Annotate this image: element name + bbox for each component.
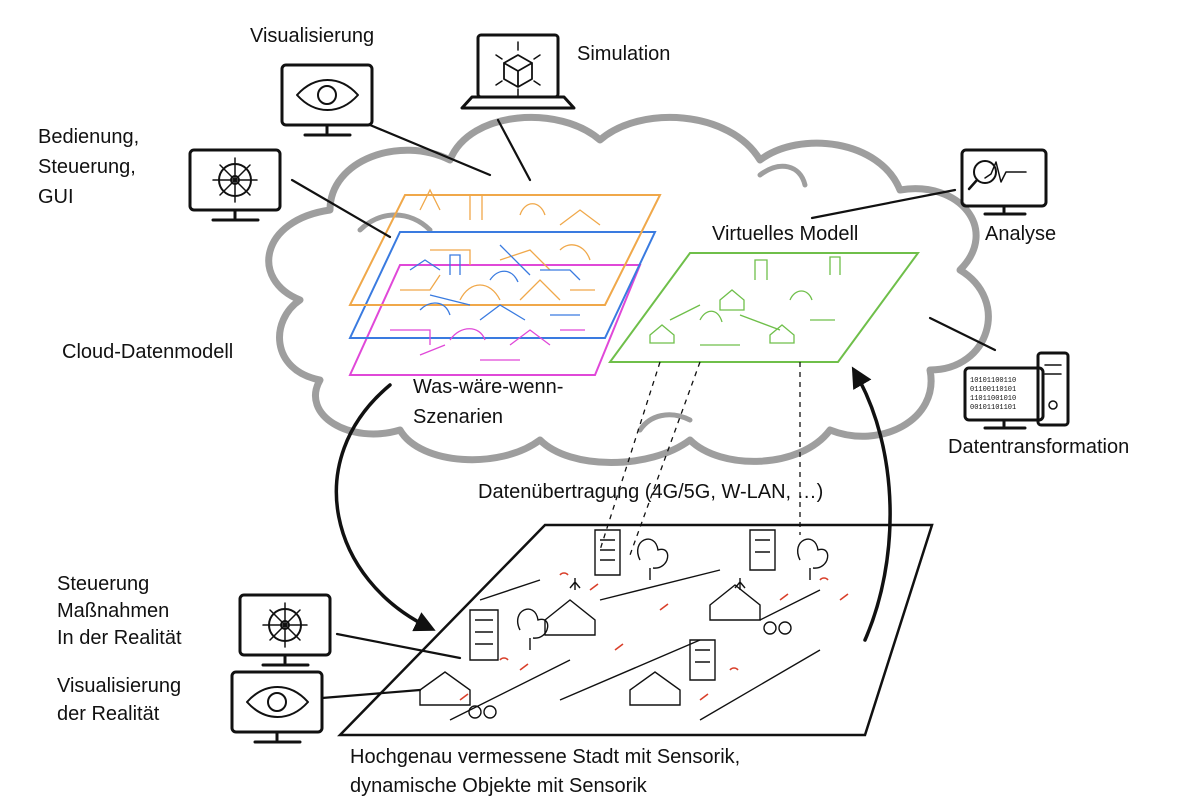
cloud-outline [265,114,992,466]
label-szenarien-2: Szenarien [413,406,503,428]
label-steuerung-real-2: Maßnahmen [57,600,169,622]
scenario-layer-orange [348,194,662,306]
scenario-to-reality-arrow [334,383,436,632]
svg-text:00101101101: 00101101101 [970,404,1016,412]
scenario-layer-magenta [348,264,642,376]
label-bedienung-3: GUI [38,186,74,208]
label-datenuebertragung: Datenübertragung (4G/5G, W-LAN, …) [478,481,823,503]
label-steuerung-real-3: In der Realität [57,627,182,649]
eye-monitor-icon-reality [230,670,324,744]
virtual-model-city-sketch [649,256,841,346]
physical-city-sketch [419,529,829,721]
label-cloud-datenmodell: Cloud-Datenmodell [62,341,233,363]
reality-to-virtual-arrow [851,366,892,642]
data-transmission-links [599,361,801,556]
scenario-layer-blue [348,231,657,339]
city-sensors [459,572,849,701]
label-szenarien-1: Was-wäre-wenn- [413,376,563,398]
label-bedienung-2: Steuerung, [38,156,136,178]
svg-text:01100110101: 01100110101 [970,386,1016,394]
helm-wheel-monitor-icon [188,148,282,222]
label-virtuelles-modell: Virtuelles Modell [712,223,858,245]
label-steuerung-real-1: Steuerung [57,573,149,595]
cube-laptop-icon [460,33,576,110]
physical-city-plane [337,523,934,737]
label-simulation: Simulation [577,43,670,65]
label-visualisierung-real-2: der Realität [57,703,160,725]
connector-lines [290,118,997,700]
scenario-city-sketch [390,188,601,361]
scenario-layers [348,188,662,376]
label-datentransformation: Datentransformation [948,436,1129,458]
waveform-monitor-icon [960,148,1048,216]
helm-wheel-monitor-icon-reality [238,593,332,667]
label-visualisierung: Visualisierung [250,25,374,47]
label-stadt-1: Hochgenau vermessene Stadt mit Sensorik, [350,746,740,768]
label-visualisierung-real-1: Visualisierung [57,675,181,697]
virtual-model-layer [608,252,920,363]
label-stadt-2: dynamische Objekte mit Sensorik [350,775,648,797]
svg-text:10101100110: 10101100110 [970,377,1016,385]
svg-text:11011001010: 11011001010 [970,395,1016,403]
label-analyse: Analyse [985,223,1056,245]
binary-computer-icon: 10101100110 01100110101 11011001010 0010… [963,351,1070,430]
eye-monitor-icon [280,63,374,137]
label-bedienung-1: Bedienung, [38,126,139,148]
